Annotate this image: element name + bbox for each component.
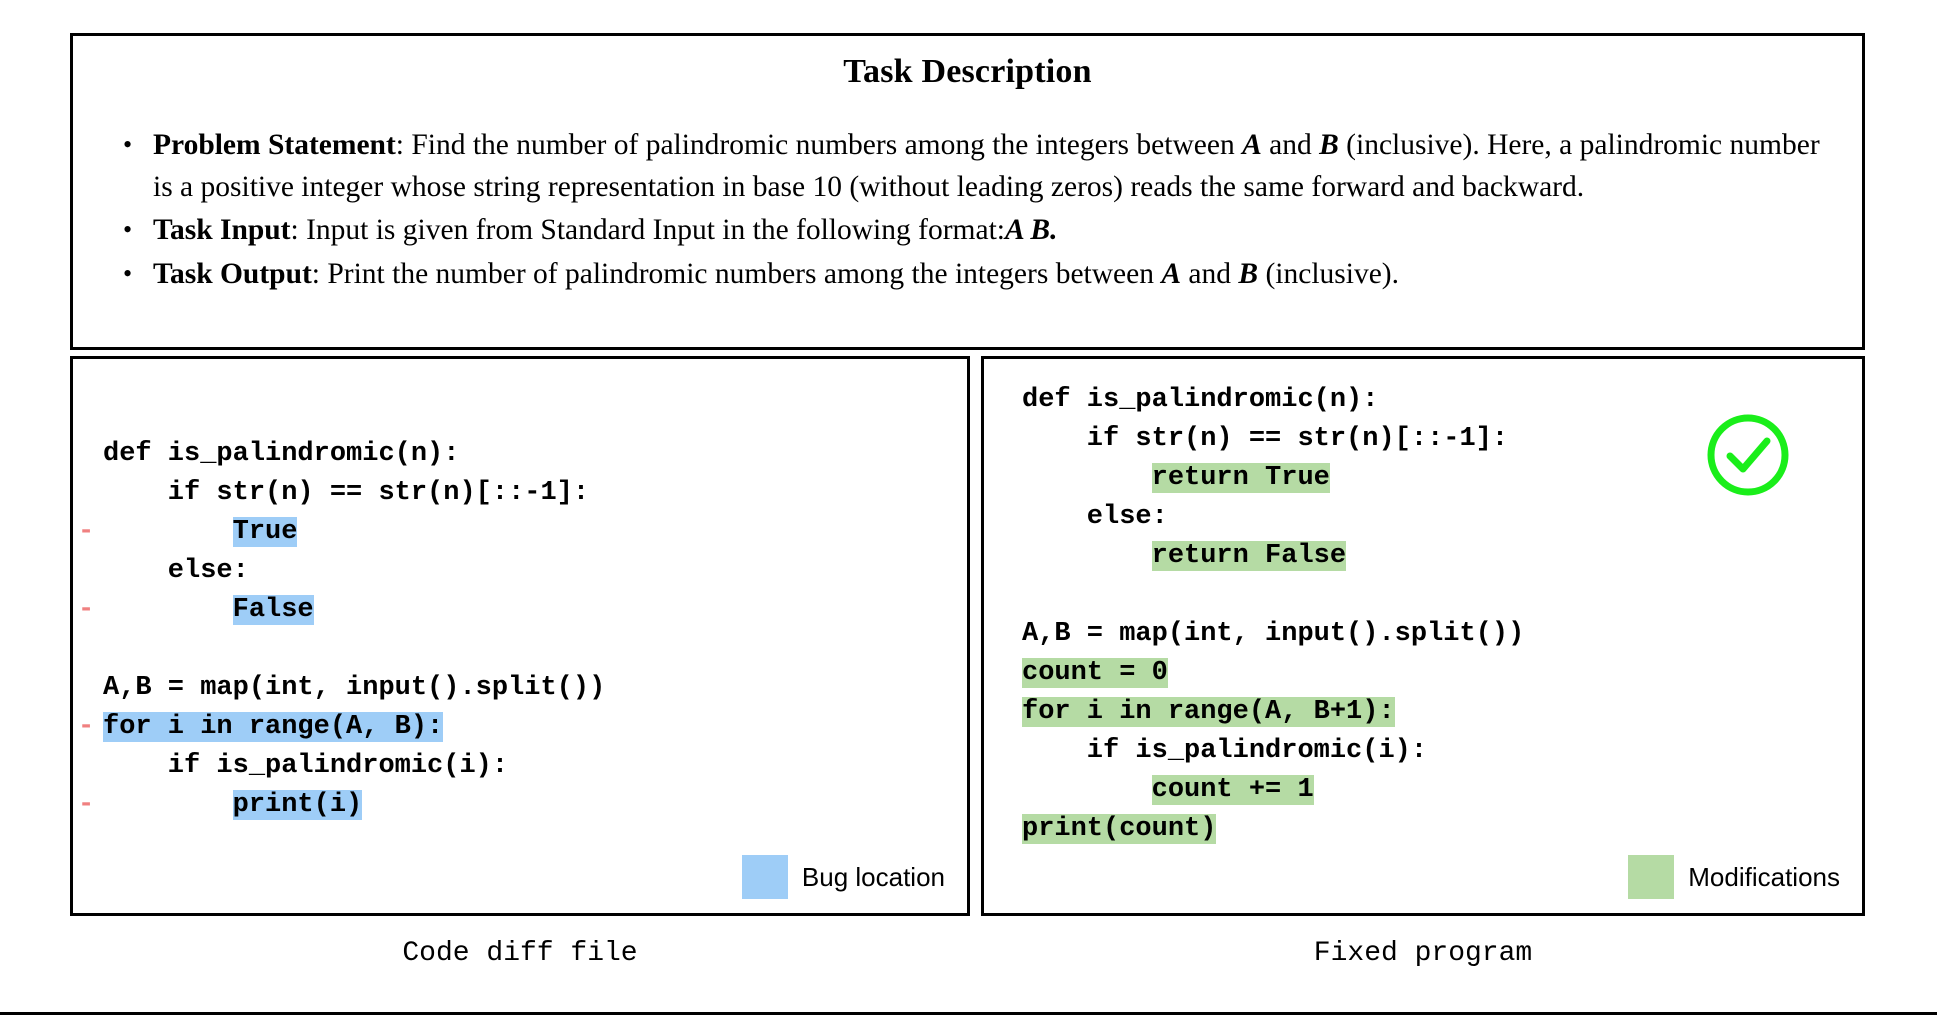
code-text [103, 517, 233, 547]
diff-minus-marker: - [78, 595, 95, 625]
code-highlight: count = 0 [1022, 658, 1168, 688]
code-line [1022, 576, 1524, 615]
code-line: if str(n) == str(n)[::-1]: [1022, 420, 1524, 459]
code-highlight: False [232, 595, 314, 625]
code-line: return False [1022, 537, 1524, 576]
fixed-program-panel: def is_palindromic(n): if str(n) == str(… [981, 356, 1865, 916]
code-line: A,B = map(int, input().split()) [103, 669, 605, 708]
code-line: - True [78, 513, 605, 552]
code-text: A,B = map(int, input().split()) [1022, 619, 1525, 649]
page-title: Task Description [843, 53, 1092, 90]
bullet-label: Task Output [153, 257, 312, 290]
code-diff-panel: def is_palindromic(n): if str(n) == str(… [70, 356, 970, 916]
legend-swatch-bug [741, 855, 788, 899]
legend-label-modifications: Modifications [1688, 861, 1840, 892]
code-line: -for i in range(A, B): [78, 708, 605, 747]
list-item: Problem Statement: Find the number of pa… [123, 124, 1832, 208]
code-text: if str(n) == str(n)[::-1]: [103, 478, 590, 508]
code-line: else: [103, 552, 605, 591]
code-highlight: return True [1151, 463, 1330, 493]
code-line: if is_palindromic(i): [1022, 732, 1524, 771]
code-line: def is_palindromic(n): [1022, 381, 1524, 420]
diff-minus-marker: - [78, 790, 95, 820]
code-text: def is_palindromic(n): [103, 439, 460, 469]
code-line: - False [78, 591, 605, 630]
code-text [1022, 541, 1152, 571]
diff-minus-marker: - [78, 712, 95, 742]
code-line: return True [1022, 459, 1524, 498]
bullet-var-1: A [1161, 257, 1182, 290]
task-bullet-list: Problem Statement: Find the number of pa… [73, 124, 1862, 296]
code-line: count += 1 [1022, 771, 1524, 810]
legend-modifications: Modifications [1628, 855, 1840, 899]
code-highlight: print(i) [232, 790, 363, 820]
code-text [1022, 463, 1152, 493]
bullet-separator: : [311, 257, 328, 290]
code-line: if is_palindromic(i): [103, 747, 605, 786]
bullet-separator: : [395, 129, 412, 161]
bullet-var-1: A [1242, 129, 1262, 161]
caption-fixed-program: Fixed program [1313, 938, 1533, 969]
code-line: count = 0 [1022, 654, 1524, 693]
bullet-var-2: B [1238, 257, 1259, 290]
list-item: Task Output: Print the number of palindr… [123, 253, 1832, 296]
caption-code-diff: Code diff file [402, 938, 638, 969]
code-text [1022, 775, 1152, 805]
code-line: def is_palindromic(n): [103, 435, 605, 474]
code-line [103, 630, 605, 669]
bullet-label: Problem Statement [153, 129, 396, 161]
task-description-box: Task Description Problem Statement: Find… [70, 33, 1865, 350]
bullet-text-2: and [1181, 257, 1239, 290]
check-circle-icon [1707, 414, 1789, 496]
code-text: else: [103, 556, 249, 586]
code-line: else: [1022, 498, 1524, 537]
code-text: def is_palindromic(n): [1022, 385, 1379, 415]
bullet-var-1: A B. [1004, 214, 1058, 246]
legend-label-bug: Bug location [801, 861, 945, 892]
bullet-separator: : [290, 214, 307, 246]
code-line: for i in range(A, B+1): [1022, 693, 1524, 732]
code-highlight: count += 1 [1151, 775, 1314, 805]
code-highlight: for i in range(A, B): [103, 712, 444, 742]
code-text: if is_palindromic(i): [103, 751, 509, 781]
code-line: if str(n) == str(n)[::-1]: [103, 474, 605, 513]
code-line: - print(i) [78, 786, 605, 825]
bottom-divider [0, 1012, 1937, 1015]
code-highlight: for i in range(A, B+1): [1022, 697, 1395, 727]
code-highlight: True [232, 517, 298, 547]
code-line: A,B = map(int, input().split()) [1022, 615, 1524, 654]
bullet-text-1: Find the number of palindromic numbers a… [411, 129, 1243, 161]
diff-minus-marker: - [78, 517, 95, 547]
code-text: A,B = map(int, input().split()) [103, 673, 606, 703]
code-highlight: return False [1151, 541, 1347, 571]
list-item: Task Input: Input is given from Standard… [123, 209, 1832, 252]
code-line: print(count) [1022, 810, 1524, 849]
bullet-label: Task Input [153, 214, 291, 246]
fixed-program-code-block: def is_palindromic(n): if str(n) == str(… [1022, 381, 1524, 849]
code-diff-block: def is_palindromic(n): if str(n) == str(… [78, 435, 605, 825]
legend-swatch-modifications [1628, 855, 1675, 899]
bullet-text-3: (inclusive). Here, a palindromic number … [153, 129, 1820, 203]
bullet-var-2: B [1319, 129, 1339, 161]
code-text [103, 595, 233, 625]
bullet-text-2: and [1261, 129, 1320, 161]
code-text [103, 790, 233, 820]
code-text: else: [1022, 502, 1168, 532]
bullet-text-1: Print the number of palindromic numbers … [327, 257, 1162, 290]
legend-bug-location: Bug location [741, 855, 945, 899]
code-highlight: print(count) [1022, 814, 1217, 844]
code-text: if is_palindromic(i): [1022, 736, 1428, 766]
bullet-text-3: (inclusive). [1258, 257, 1399, 290]
bullet-text-1: Input is given from Standard Input in th… [306, 214, 1005, 246]
code-text: if str(n) == str(n)[::-1]: [1022, 424, 1509, 454]
